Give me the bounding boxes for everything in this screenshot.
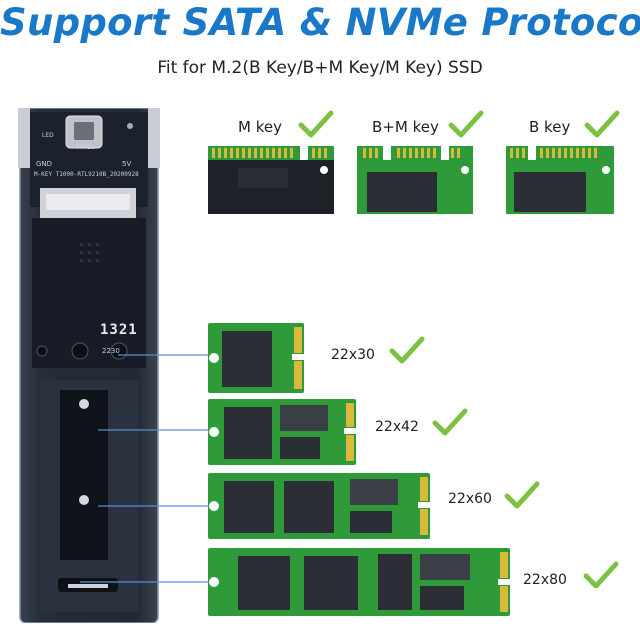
display-digits: 1321 [100, 322, 138, 338]
connector-b-key [506, 146, 614, 214]
size-label-2260: 22x60 [448, 491, 492, 507]
check-icon [504, 481, 540, 509]
connector-m-key [208, 146, 334, 214]
check-icon [432, 408, 468, 436]
ssd-board-2260 [208, 473, 430, 539]
check-icon [389, 336, 425, 364]
check-icon [448, 110, 484, 138]
key-label-bm: B+M key [372, 118, 439, 136]
check-icon [298, 110, 334, 138]
check-icon [583, 561, 619, 589]
board-label: M-KEY T1000-RTL9210B_20200928 [34, 171, 139, 178]
typec-port-label: TYPEC [76, 144, 95, 151]
key-label-m: M key [238, 118, 282, 136]
ssd-board-2230 [208, 323, 304, 393]
key-label-b: B key [529, 118, 571, 136]
ssd-board-2280 [208, 548, 510, 616]
5v-label: 5V [122, 160, 132, 168]
size-label-2230: 22x30 [331, 347, 375, 363]
page-title: Support SATA & NVMe Protocol [0, 1, 640, 44]
page-subtitle: Fit for M.2(B Key/B+M Key/M Key) SSD [157, 58, 483, 78]
gnd-label: GND [36, 160, 53, 168]
check-icon [584, 110, 620, 138]
led-label: LED [42, 132, 54, 139]
size-label-2280: 22x80 [523, 572, 567, 588]
enclosure-image [18, 108, 160, 623]
ssd-board-2242 [208, 399, 356, 465]
connector-bm-key [357, 146, 473, 214]
size-label-2242: 22x42 [375, 419, 419, 435]
hole-label: 2230 [102, 347, 120, 355]
